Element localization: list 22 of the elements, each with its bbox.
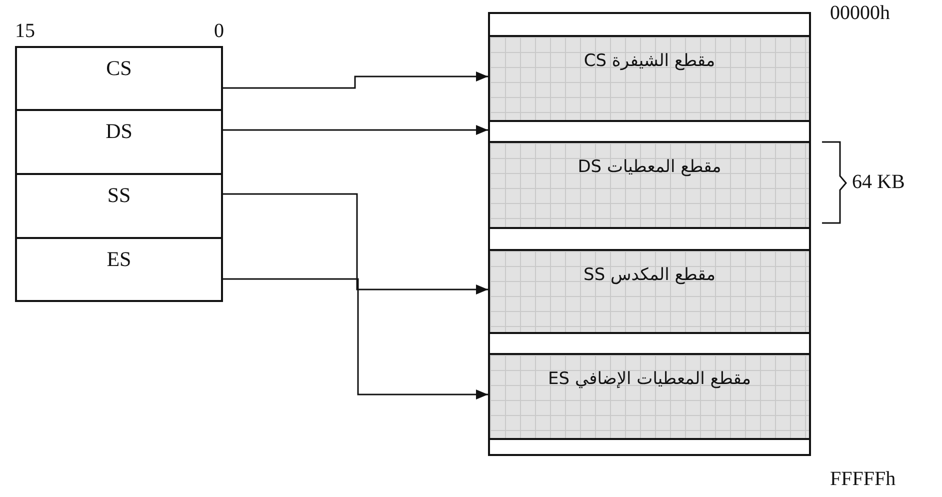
memory-map-box — [488, 12, 811, 456]
size-label: 64 KB — [852, 171, 905, 194]
register-cell: CS — [15, 46, 223, 111]
segment-label: مقطع المعطيات DS — [578, 157, 722, 177]
register-cell: ES — [15, 237, 223, 302]
segment-label: مقطع المكدس SS — [584, 265, 716, 285]
address-label: FFFFFh — [830, 468, 896, 491]
arrow — [223, 193, 488, 294]
segment-label: مقطع الشيفرة CS — [584, 51, 716, 71]
segment-label: مقطع المعطيات الإضافي ES — [548, 369, 751, 389]
memory-segment — [490, 353, 809, 440]
arrow — [223, 278, 488, 400]
arrow — [223, 72, 488, 89]
address-label: 00000h — [830, 2, 890, 25]
bit-number: 0 — [214, 20, 224, 43]
arrow — [223, 125, 488, 135]
register-cell: DS — [15, 109, 223, 175]
memory-segment — [490, 35, 809, 122]
bit-number: 15 — [15, 20, 35, 43]
register-cell: SS — [15, 173, 223, 239]
memory-segment — [490, 249, 809, 334]
memory-segment — [490, 141, 809, 229]
